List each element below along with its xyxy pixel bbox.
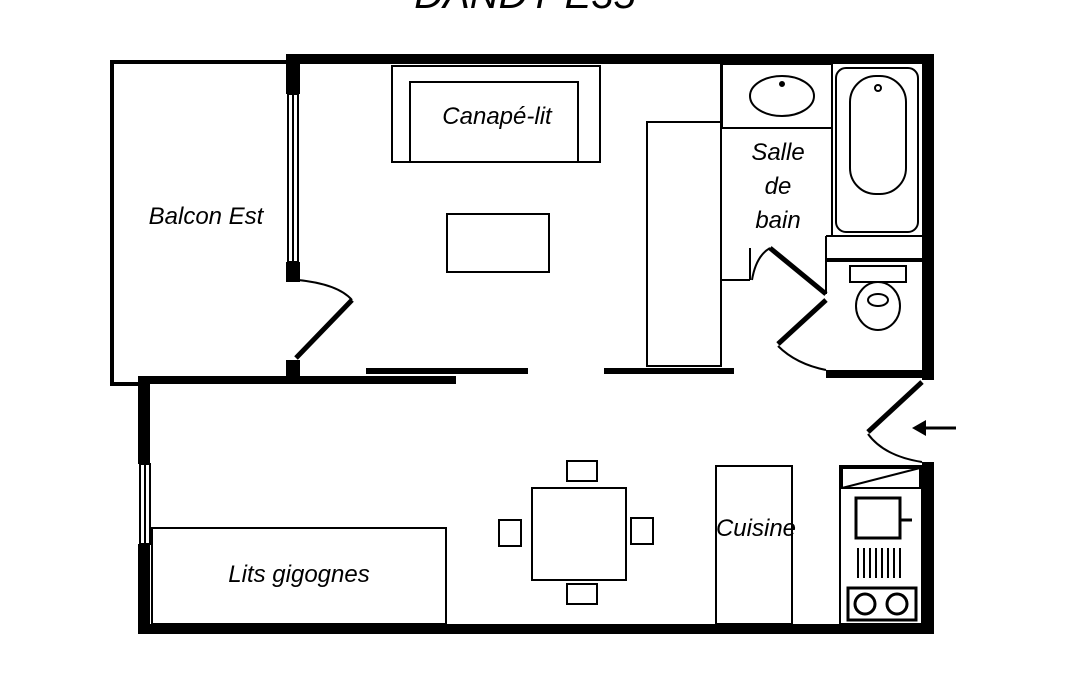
chair-bottom <box>566 583 598 605</box>
chairs <box>498 460 654 605</box>
door-wc <box>776 298 828 371</box>
stove-icon <box>846 586 918 622</box>
cabinet <box>646 121 722 367</box>
kitchen-units <box>839 465 923 625</box>
window-balcony <box>287 93 299 263</box>
chair-right <box>630 517 654 545</box>
plan-title: DANDY E35 <box>414 0 636 17</box>
window-left <box>139 463 151 545</box>
lits-label: Lits gigognes <box>228 561 369 588</box>
canape-label: Canapé-lit <box>442 103 553 130</box>
door-bathroom <box>749 246 828 296</box>
balcony-outline <box>110 60 290 386</box>
chair-top <box>566 460 598 482</box>
sdb-label-2: de <box>765 173 792 200</box>
door-entrance <box>866 380 924 463</box>
kitchen-counter <box>715 465 793 625</box>
dining-table <box>531 487 627 581</box>
sdb-label-1: Salle <box>751 139 804 166</box>
drainer-icon <box>857 548 901 578</box>
bunk-beds <box>151 527 447 625</box>
sink-icon <box>721 63 833 129</box>
door-balcony <box>294 279 354 360</box>
bathtub-icon <box>835 67 919 233</box>
chair-left <box>498 519 522 547</box>
sofa-bed <box>391 65 601 163</box>
sink-kitchen-icon <box>854 496 912 540</box>
toilet-icon <box>849 265 907 331</box>
walls <box>138 54 934 634</box>
balcon-label: Balcon Est <box>149 203 265 230</box>
sdb-label-3: bain <box>755 207 800 234</box>
wc-wall <box>826 258 922 262</box>
arrow-left-icon <box>912 420 956 436</box>
cuisine-label: Cuisine <box>716 515 796 542</box>
coffee-table <box>446 213 550 273</box>
